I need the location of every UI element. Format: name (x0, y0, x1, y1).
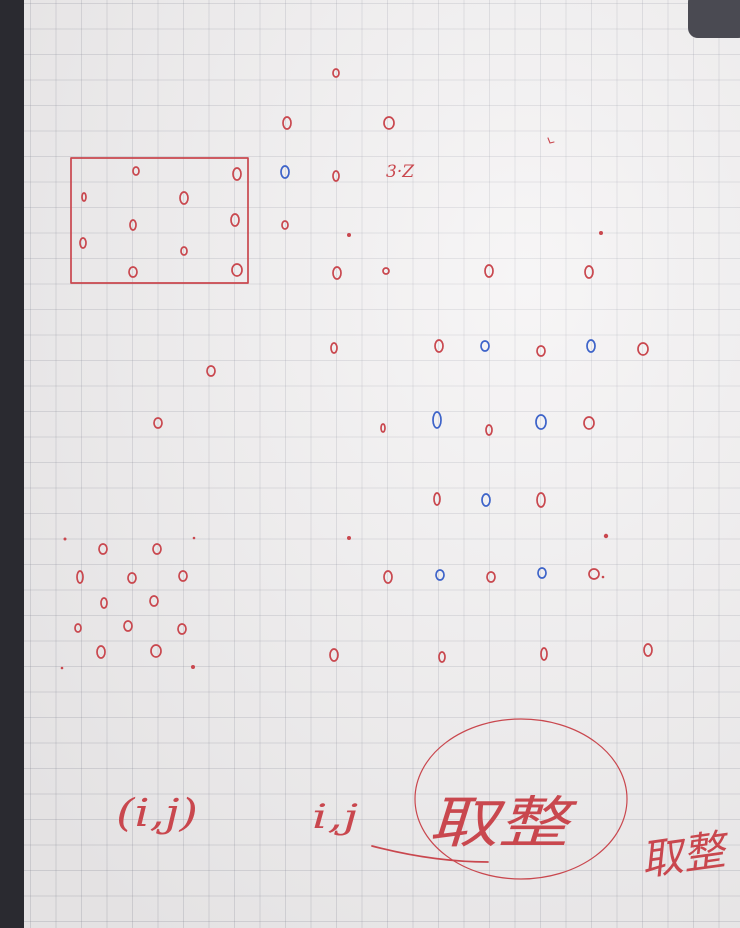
point-cluster-top (281, 68, 594, 280)
dot (63, 537, 67, 541)
dot (601, 575, 605, 579)
label-index-plain: i,j (312, 797, 359, 837)
point-cluster-lower-left (74, 543, 188, 659)
dot (60, 666, 64, 670)
label-index-pair: (i,j) (116, 791, 198, 835)
sketch-rectangle (70, 157, 249, 284)
point-blue (280, 165, 290, 179)
label-3z: 3·Z (386, 162, 415, 182)
point-cluster-blue (432, 339, 596, 581)
point-cluster-middle (153, 339, 653, 663)
dot (603, 533, 609, 539)
device-corner (688, 0, 740, 38)
label-circled-word: 取整 (428, 791, 578, 856)
dot (347, 233, 351, 237)
dot (347, 536, 351, 540)
dot (599, 231, 603, 235)
point-cluster-rectangle (79, 166, 243, 278)
label-side-word: 取整 (638, 824, 734, 885)
tick-mark (547, 137, 555, 144)
pointer-stroke (371, 845, 489, 863)
dot (191, 665, 195, 669)
circle-highlight (414, 718, 628, 880)
grid-paper (24, 0, 740, 928)
dot (192, 536, 196, 540)
